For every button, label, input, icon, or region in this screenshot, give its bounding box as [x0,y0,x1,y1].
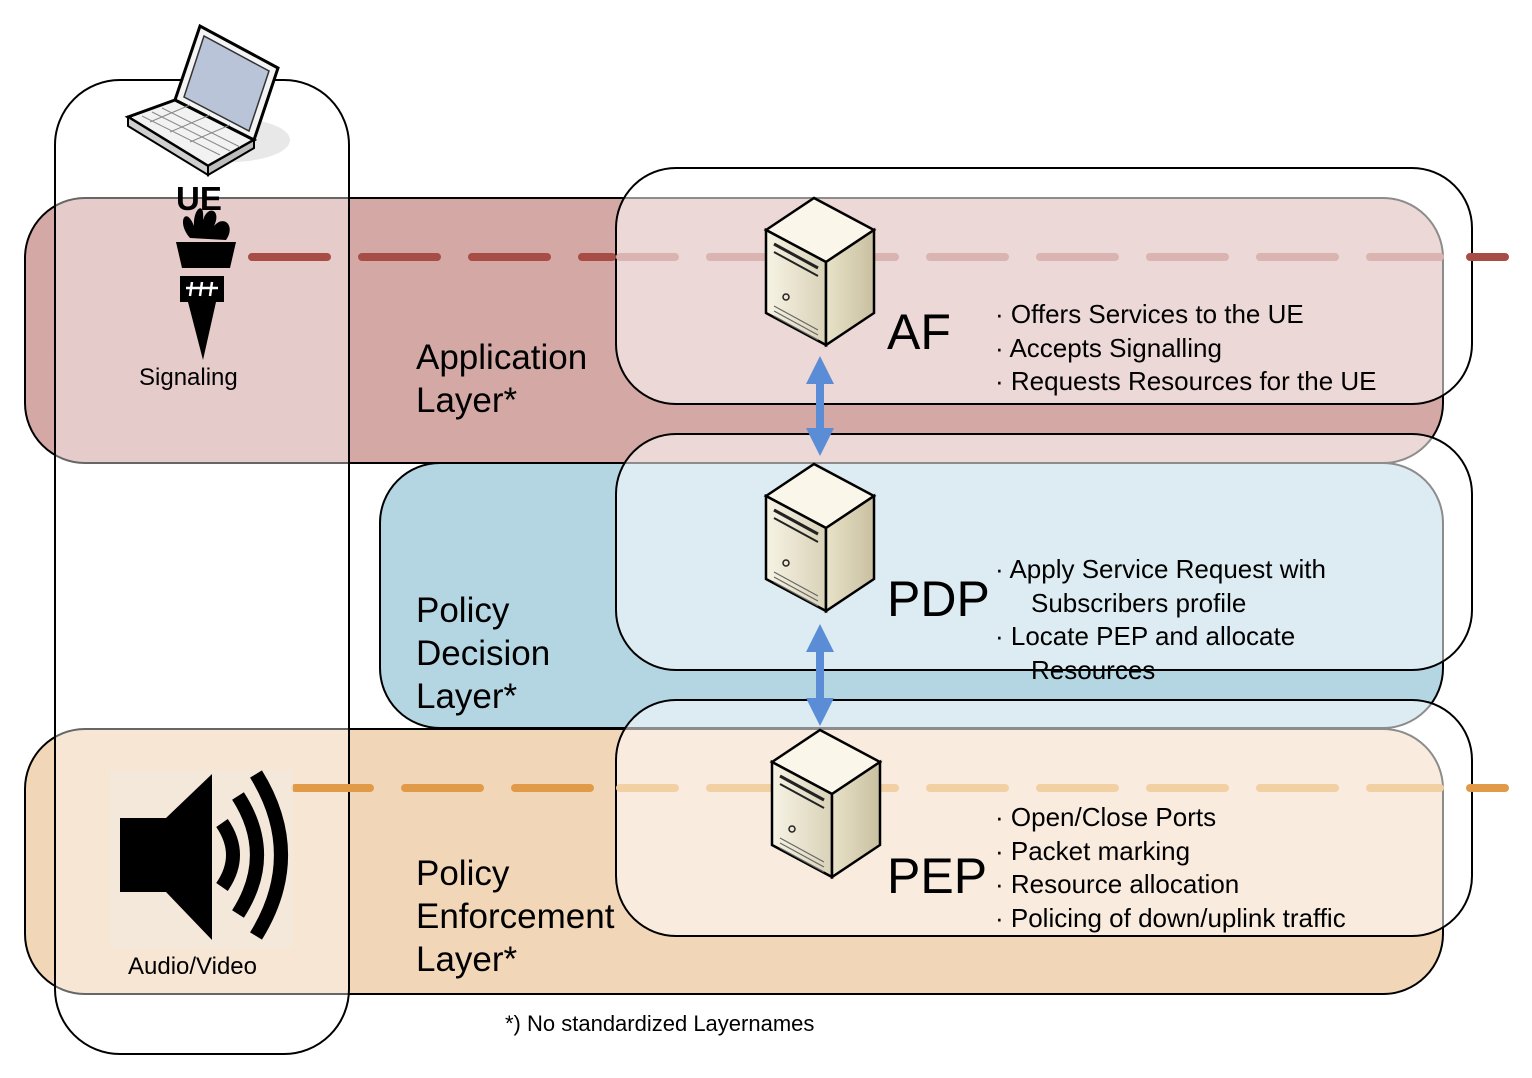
pdp-server-icon [764,462,876,613]
signaling-label: Signaling [139,364,238,391]
torch-icon [176,208,236,360]
pdp-bullet-list: · Apply Service Request with Subscribers… [995,553,1326,687]
pdp-bullet: Subscribers profile [1031,587,1247,618]
speaker-icon [110,770,293,948]
pdp-bullet: · Apply Service Request with [995,554,1326,584]
af-label: AF [887,304,951,360]
pdp-pep-arrow [806,624,834,726]
application-layer-label: Application Layer* [416,338,588,420]
pep-bullet: · Resource allocation [995,869,1240,899]
policy-enforcement-layer-label: Policy Enforcement Layer* [416,854,615,979]
pep-bullet: · Packet marking [995,835,1191,866]
pdp-bullet: · Locate PEP and allocate [995,621,1296,651]
af-pdp-arrow [806,356,834,456]
pep-bullet: · Policing of down/uplink traffic [995,902,1346,933]
af-bullet: · Requests Resources for the UE [995,366,1377,396]
pep-bullet: · Open/Close Ports [995,802,1217,832]
pdp-bullet: Resources [1031,654,1156,685]
af-bullet-list: · Offers Services to the UE · Accepts Si… [995,298,1377,399]
pep-server-icon [770,728,882,879]
pdp-label: PDP [887,571,990,627]
af-bullet: · Accepts Signalling [995,332,1222,363]
af-bullet: · Offers Services to the UE [995,299,1304,329]
policy-decision-layer-label: Policy Decision Layer* [416,591,551,716]
media-label: Audio/Video [128,953,257,980]
pep-label: PEP [887,848,988,904]
pep-bullet-list: · Open/Close Ports · Packet marking · Re… [995,801,1346,935]
ue-label: UE [176,180,222,217]
af-server-icon [764,196,876,347]
footnote: *) No standardized Layernames [505,1011,815,1036]
laptop-icon [124,23,290,177]
